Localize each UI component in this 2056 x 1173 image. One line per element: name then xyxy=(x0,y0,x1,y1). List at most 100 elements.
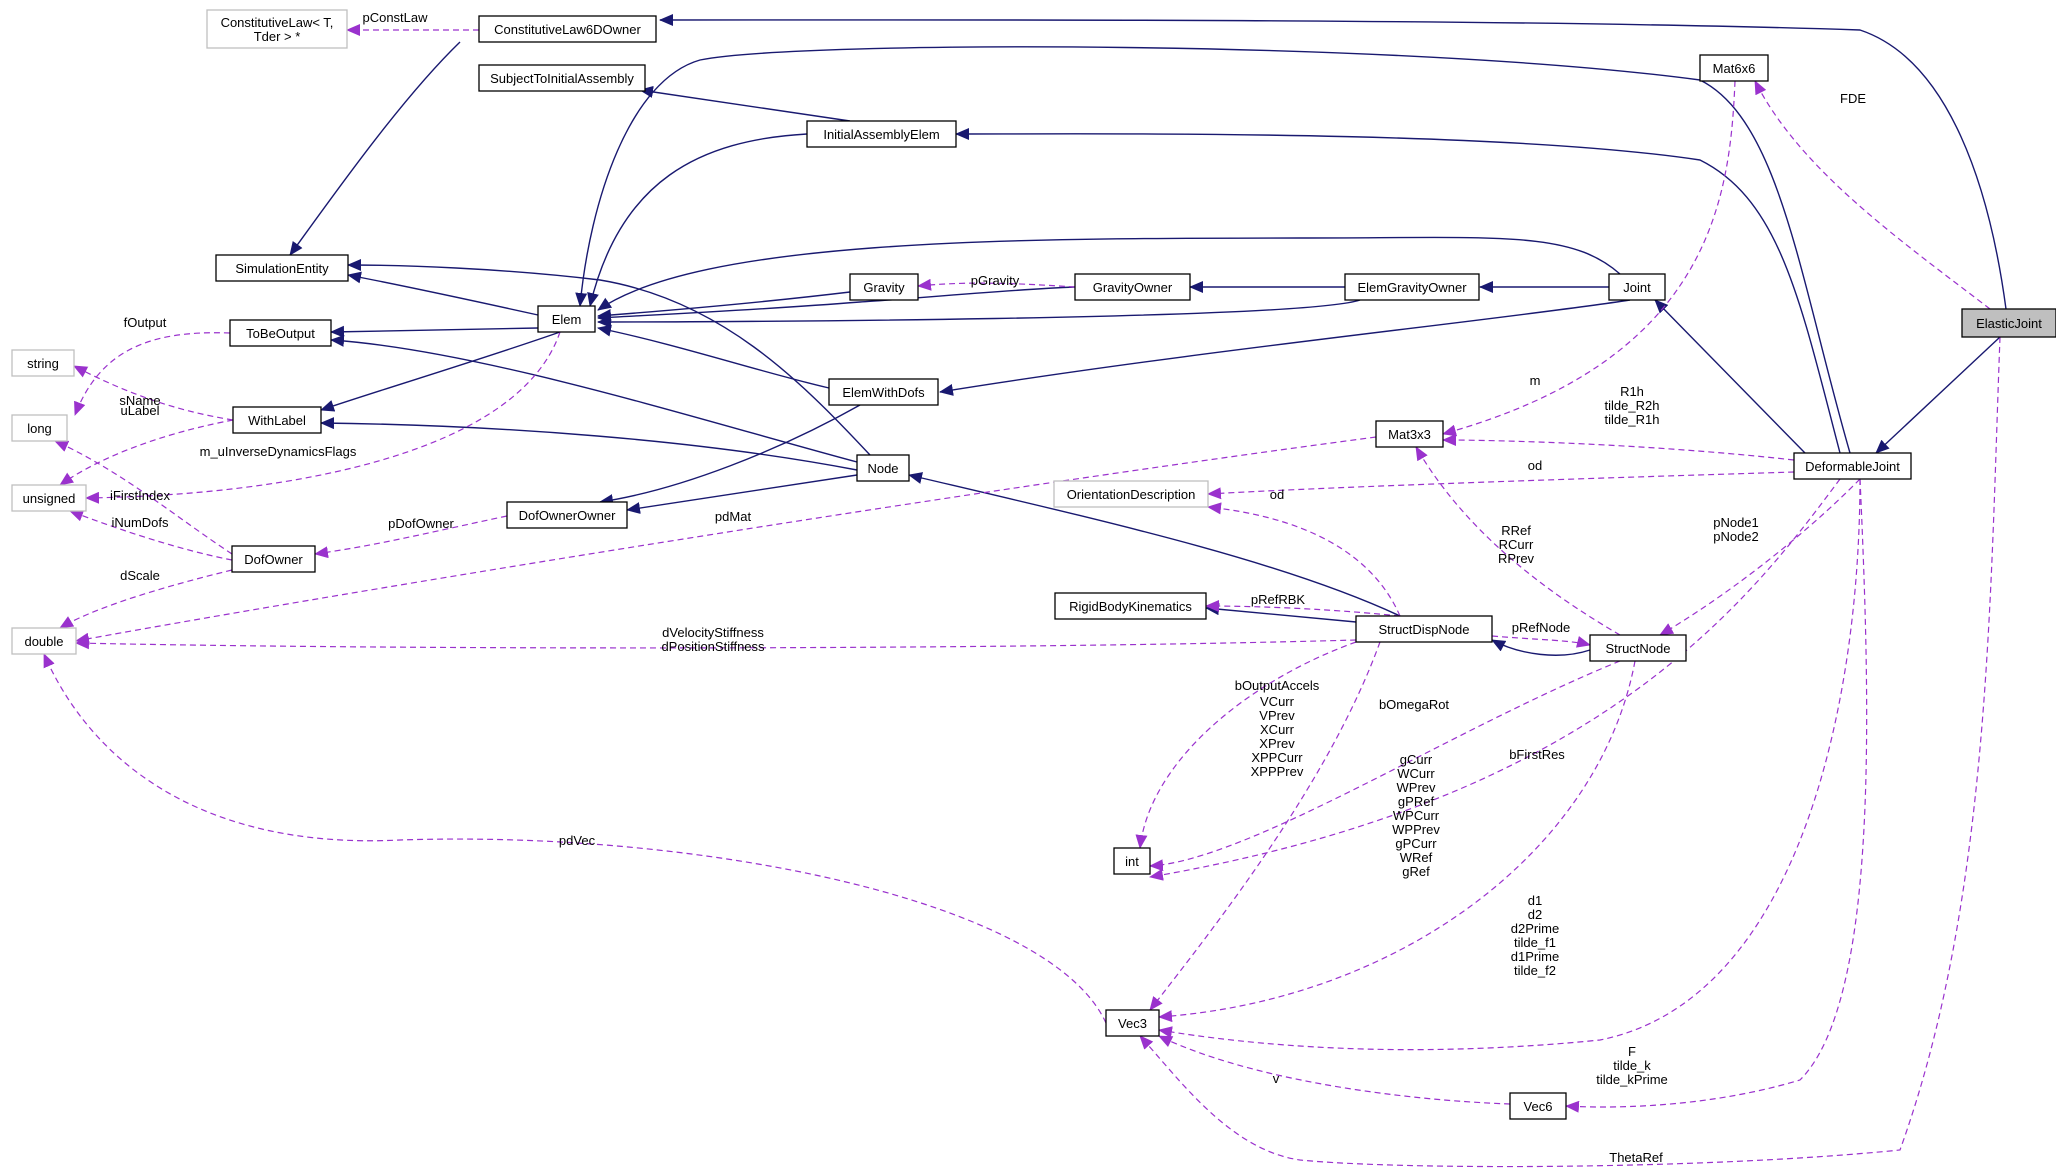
class-node-structnode[interactable]: StructNode xyxy=(1589,634,1687,662)
class-node-string: string xyxy=(11,349,75,377)
class-node-deformablejoint[interactable]: DeformableJoint xyxy=(1793,452,1912,480)
inheritance-edge-elemwithdofs-to-elem xyxy=(597,324,830,389)
usage-edge-structnode-to-int xyxy=(1149,660,1621,872)
usage-edge-deformablejoint-to-int xyxy=(1149,478,1841,881)
edge-label-fde: FDE xyxy=(1840,91,1866,106)
edge-label-ulabel: uLabel xyxy=(120,403,159,418)
inheritance-edge-gravity-to-elem xyxy=(597,291,851,321)
class-node-tobeoutput[interactable]: ToBeOutput xyxy=(229,319,332,347)
class-node-label: StructDispNode xyxy=(1378,622,1469,637)
usage-edge-structdispnode-to-structnode xyxy=(1491,635,1591,648)
class-node-label: Mat3x3 xyxy=(1388,427,1431,442)
edge-label-od: od xyxy=(1528,458,1542,473)
usage-edge-structdispnode-to-double xyxy=(75,637,1357,650)
class-node-gravity[interactable]: Gravity xyxy=(849,273,919,301)
class-node-elemgravityowner[interactable]: ElemGravityOwner xyxy=(1344,273,1480,301)
class-node-label: DofOwner xyxy=(244,552,303,567)
edge-label-pdofowner: pDofOwner xyxy=(388,516,454,531)
class-node-simulationentity[interactable]: SimulationEntity xyxy=(215,254,349,282)
class-node-label: SubjectToInitialAssembly xyxy=(490,71,634,86)
class-node-dofownerowner[interactable]: DofOwnerOwner xyxy=(506,501,628,529)
class-node-mat3x3[interactable]: Mat3x3 xyxy=(1375,420,1444,448)
class-node-constitutivelawt: ConstitutiveLaw< T,Tder > * xyxy=(206,9,348,49)
class-node-double: double xyxy=(11,627,77,655)
class-node-constitutivelaw6downer[interactable]: ConstitutiveLaw6DOwner xyxy=(478,15,657,43)
class-node-elem[interactable]: Elem xyxy=(537,305,596,333)
inheritance-edge-elem-to-withlabel xyxy=(320,331,561,412)
class-node-label: DofOwnerOwner xyxy=(519,508,616,523)
class-node-label: double xyxy=(24,634,63,649)
usage-edge-dofownerowner-to-dofowner xyxy=(314,515,508,559)
class-node-label: Node xyxy=(867,461,898,476)
class-node-structdispnode[interactable]: StructDispNode xyxy=(1355,615,1493,643)
usage-edge-mat3x3-to-double xyxy=(75,436,1377,645)
class-node-joint[interactable]: Joint xyxy=(1608,273,1666,301)
inheritance-edge-node-to-tobeoutput xyxy=(330,334,858,463)
usage-edge-withlabel-to-string xyxy=(73,365,234,421)
usage-edge-elem-to-unsigned xyxy=(85,331,561,504)
usage-edge-structnode-to-vec3 xyxy=(1158,660,1636,1023)
edge-label-od: od xyxy=(1270,487,1284,502)
inheritance-edge-joint-to-elemwithdofs xyxy=(939,299,1631,396)
edge-label-foutput: fOutput xyxy=(124,315,167,330)
class-node-label: Vec6 xyxy=(1524,1099,1553,1114)
usage-edge-vec6-to-vec3 xyxy=(1158,1035,1511,1105)
usage-edge-deformablejoint-to-structnode xyxy=(1659,478,1861,636)
usage-edge-structdispnode-to-rigidbodykinematics xyxy=(1205,600,1401,617)
inheritance-edge-elem-to-simulationentity xyxy=(347,271,539,316)
class-node-label: StructNode xyxy=(1605,641,1670,656)
class-node-label: Elem xyxy=(552,312,582,327)
class-node-mat6x6[interactable]: Mat6x6 xyxy=(1699,54,1769,82)
inheritance-edge-joint-to-elem xyxy=(597,236,1621,311)
inheritance-edge-elem-to-tobeoutput xyxy=(330,325,539,338)
class-node-label: DeformableJoint xyxy=(1805,459,1900,474)
inheritance-edge-deformablejoint-to-joint xyxy=(1654,299,1806,454)
usage-edge-deformablejoint-to-orientationdescription xyxy=(1207,471,1795,500)
usage-edge-structdispnode-to-vec3 xyxy=(1149,641,1381,1011)
usage-edge-structdispnode-to-int xyxy=(1135,641,1357,849)
class-node-node[interactable]: Node xyxy=(856,454,910,482)
class-node-gravityowner[interactable]: GravityOwner xyxy=(1074,273,1191,301)
class-node-label: GravityOwner xyxy=(1093,280,1173,295)
class-node-label: OrientationDescription xyxy=(1067,487,1196,502)
class-node-unsigned: unsigned xyxy=(11,484,87,512)
class-node-label: RigidBodyKinematics xyxy=(1069,599,1192,614)
class-node-withlabel[interactable]: WithLabel xyxy=(232,406,322,434)
class-node-label: ElemWithDofs xyxy=(842,385,925,400)
class-node-label: SimulationEntity xyxy=(235,261,329,276)
class-node-label: ConstitutiveLaw< T,Tder > * xyxy=(221,15,334,44)
class-node-elasticjoint[interactable]: ElasticJoint xyxy=(1961,308,2056,338)
edge-label-pdmat: pdMat xyxy=(715,509,752,524)
class-node-label: WithLabel xyxy=(248,413,306,428)
class-node-vec3[interactable]: Vec3 xyxy=(1105,1009,1160,1037)
edge-label-thetaref: ThetaRef xyxy=(1609,1150,1663,1165)
edge-label-dscale: dScale xyxy=(120,568,160,583)
class-node-dofowner[interactable]: DofOwner xyxy=(231,545,316,573)
class-node-subjecttoinitialassembly[interactable]: SubjectToInitialAssembly xyxy=(478,64,646,92)
inheritance-edge-structdispnode-to-rigidbodykinematics xyxy=(1205,603,1357,623)
inheritance-edge-constitutivelaw6downer-to-simulationentity xyxy=(289,41,461,256)
edge-label-bomegarot: bOmegaRot xyxy=(1379,697,1449,712)
usage-edge-deformablejoint-to-vec3 xyxy=(1158,478,1861,1051)
class-node-vec6[interactable]: Vec6 xyxy=(1509,1092,1567,1120)
inheritance-edge-deformablejoint-to-elem xyxy=(575,46,1851,454)
class-node-int[interactable]: int xyxy=(1113,847,1151,875)
edge-label-m-uinversedynamicsflags: m_uInverseDynamicsFlags xyxy=(200,444,357,459)
edge-label-inumdofs: iNumDofs xyxy=(111,515,169,530)
class-node-elemwithdofs[interactable]: ElemWithDofs xyxy=(828,378,939,406)
inheritance-edge-elemgravityowner-to-elem xyxy=(597,299,1361,328)
edge-label-m: m xyxy=(1530,373,1541,388)
usage-edge-dofowner-to-unsigned xyxy=(69,510,233,561)
class-node-initialassemblyelem[interactable]: InitialAssemblyElem xyxy=(806,120,957,148)
class-node-label: ConstitutiveLaw6DOwner xyxy=(494,22,641,37)
edge-label-ifirstindex: iFirstIndex xyxy=(110,488,170,503)
inheritance-edge-structdispnode-to-node xyxy=(908,472,1401,617)
class-node-rigidbodykinematics[interactable]: RigidBodyKinematics xyxy=(1054,592,1207,620)
class-node-label: Joint xyxy=(1623,280,1651,295)
